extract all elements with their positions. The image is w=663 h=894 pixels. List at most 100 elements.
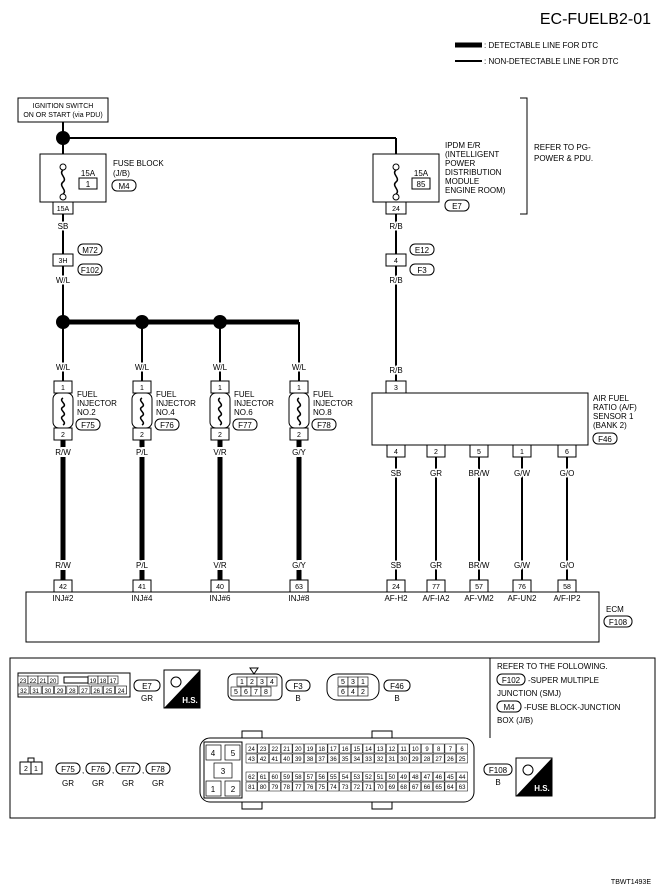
pin: 8 [264,689,268,696]
pin: 20 [50,679,57,685]
pin: 23 [260,747,267,753]
pin: 6 [460,747,464,753]
pin: 13 [377,747,384,753]
ipdm-fuse-rating: 15A [414,169,429,178]
pin: 69 [389,785,396,791]
pin: 61 [260,775,267,781]
pin: 38 [307,757,314,763]
ecm-terminal: 63 [295,584,303,591]
pin: 70 [377,785,384,791]
injector-connector-id: F78 [151,765,165,774]
pin: 47 [424,775,431,781]
injector-connector-color: GR [122,779,134,788]
pin: 28 [69,689,76,695]
injector-connector-color: GR [92,779,104,788]
injector-in-wire: W/L [56,363,71,372]
injector-in-wire: W/L [213,363,228,372]
pin: 27 [435,757,442,763]
pin: 42 [260,757,267,763]
injector-name-3: NO.8 [313,408,332,417]
af-in-wire-label: R/B [389,366,402,375]
ipdm-label-5: MODULE [445,177,479,186]
pin: 12 [389,747,396,753]
injector-in-wire: W/L [292,363,307,372]
svg-text:,: , [142,766,144,775]
ecm-terminal-label: AF-VM2 [464,594,494,603]
pin: 46 [435,775,442,781]
connector-m72: M72 [82,246,98,255]
af-output-term: 1 [520,449,524,456]
pin: 24 [248,747,255,753]
pin: 78 [283,785,290,791]
pin: 1 [361,679,365,686]
refer-item1-text1: -SUPER MULTIPLE [528,676,599,685]
connector-e12: E12 [415,246,430,255]
pin: 43 [248,757,255,763]
pin: 5 [231,749,236,758]
svg-text:,: , [112,766,114,775]
fuse-icon [59,163,67,201]
svg-text:,: , [82,766,84,775]
pin: 48 [412,775,419,781]
ecm-terminal: 58 [563,584,571,591]
pin: 7 [449,747,453,753]
pin: 64 [447,785,454,791]
pin: 1 [211,785,216,794]
fuse-icon [392,163,400,201]
injector-out-wire: P/L [136,448,149,457]
af-sensor-label-3: SENSOR 1 [593,412,634,421]
injector-in-wire: W/L [135,363,150,372]
ecm-wire-label: V/R [213,561,227,570]
pin: 22 [272,747,279,753]
pin: 74 [330,785,337,791]
fuse-rating: 15A [81,169,96,178]
fuse-block-connector: M4 [118,182,130,191]
pin: 22 [30,679,37,685]
pin: 33 [365,757,372,763]
injector-group: W/L12FUELINJECTORNO.2F75R/WR/WW/L12FUELI… [52,322,353,580]
pin: 53 [353,775,360,781]
pin: 3 [260,679,264,686]
joint-terminal-4: 4 [394,258,398,265]
injector-pin-1: 1 [297,385,301,392]
pin: 2 [361,689,365,696]
pin: 17 [330,747,337,753]
connector-f46-color: B [394,694,399,703]
ecm-terminal: 24 [392,584,400,591]
pin: 29 [57,689,64,695]
ecm-terminal-group: 42INJ#241INJ#440INJ#663INJ#824AF-H277A/F… [53,579,581,603]
ecm-wire-label: SB [391,561,402,570]
joint-terminal-3h: 3H [59,258,68,265]
refer-item1-text2: JUNCTION (SMJ) [497,689,561,698]
pin: 9 [425,747,429,753]
refer-item1-conn: F102 [502,676,521,685]
injector-connector-id: F77 [121,765,135,774]
legend-detectable: : DETECTABLE LINE FOR DTC [484,41,598,50]
pin: 10 [412,747,419,753]
ignition-line1: IGNITION SWITCH [33,103,94,110]
injector-connector-id: F76 [91,765,105,774]
ipdm-label-6: ENGINE ROOM) [445,186,506,195]
ecm-terminal-label: INJ#6 [210,594,231,603]
pin: 57 [307,775,314,781]
pin: 72 [353,785,360,791]
ecm-wire-label: BR/W [469,561,490,570]
injector-pin-2: 2 [218,432,222,439]
pin: 21 [40,679,47,685]
footer-code: TBWT1493E [611,879,651,886]
af-output-term: 4 [394,449,398,456]
af-sensor-box [371,392,589,446]
pin: 75 [318,785,325,791]
af-in-term: 3 [394,385,398,392]
injector-name-1: FUEL [77,390,98,399]
injector-name-2: INJECTOR [156,399,196,408]
pin: 4 [351,689,355,696]
pin: 2 [231,785,236,794]
hs-badge-icon: H.S. [515,757,553,797]
fuse-block-terminal: 15A [57,206,70,213]
ecm-terminal: 41 [138,584,146,591]
pin: 52 [365,775,372,781]
